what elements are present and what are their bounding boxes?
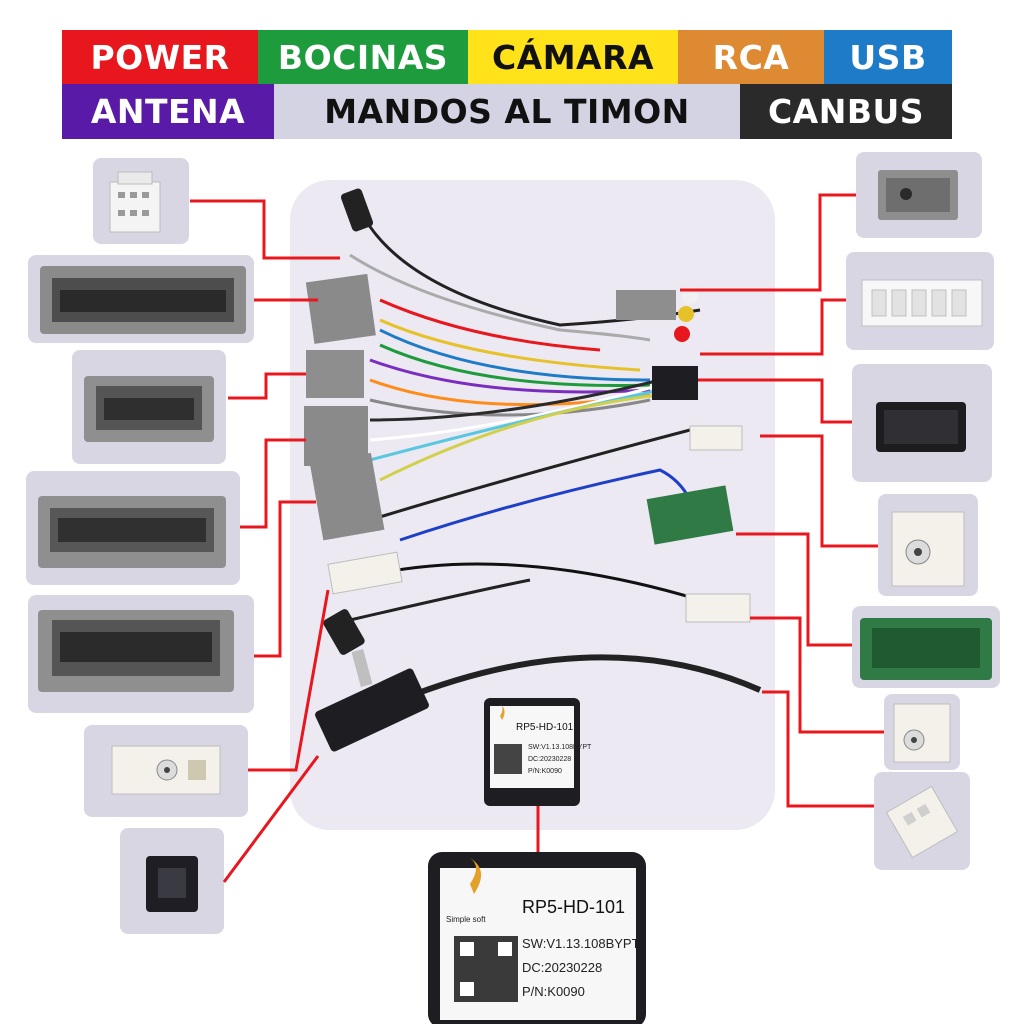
connector-thumb-9	[861, 279, 983, 327]
module-small-model: RP5-HD-101	[516, 722, 574, 733]
legend-usb: USB	[824, 30, 952, 84]
legend-rca: RCA	[678, 30, 824, 84]
photo-connectors	[304, 188, 751, 752]
connector-thumb-8	[878, 170, 958, 220]
connector-thumb-10	[876, 402, 966, 452]
brand-flame-icon	[470, 858, 482, 894]
module-small-pn: P/N:K0090	[528, 768, 562, 775]
module-large-model: RP5-HD-101	[522, 897, 625, 917]
legend-row-1: POWER BOCINAS CÁMARA RCA USB	[62, 30, 952, 84]
module-small: RP5-HD-101 SW:V1.13.108BYPT DC:20230228 …	[484, 698, 592, 806]
connector-thumb-11	[891, 511, 965, 587]
legend-antena: ANTENA	[62, 84, 274, 139]
connector-thumb-1	[109, 171, 161, 233]
module-large-sw: SW:V1.13.108BYPT	[522, 936, 640, 951]
legend-row-2: ANTENA MANDOS AL TIMON CANBUS	[62, 84, 952, 139]
legend-camara: CÁMARA	[468, 30, 678, 84]
module-large-brand: Simple soft	[446, 915, 486, 924]
connector-thumb-13	[893, 703, 951, 763]
module-large-dc: DC:20230228	[522, 960, 602, 975]
module-large-pn: P/N:K0090	[522, 984, 585, 999]
connector-thumb-6	[111, 745, 221, 795]
module-large: Simple soft RP5-HD-101 SW:V1.13.108BYPT …	[428, 852, 646, 1024]
harness-wires	[349, 209, 762, 703]
leader-lines	[190, 193, 884, 883]
connector-thumb-4	[38, 496, 226, 568]
connector-thumb-2	[40, 266, 246, 334]
brand-flame-icon	[500, 704, 505, 720]
connector-thumb-12	[860, 618, 992, 680]
module-small-dc: DC:20230228	[528, 756, 571, 763]
module-small-sw: SW:V1.13.108BYPT	[528, 744, 592, 751]
connector-thumb-14	[885, 785, 959, 859]
connector-thumb-3	[84, 376, 214, 442]
legend-canbus: CANBUS	[740, 84, 952, 139]
legend-power: POWER	[62, 30, 258, 84]
connector-thumb-5	[38, 610, 234, 692]
legend-mandos-al-timon: MANDOS AL TIMON	[274, 84, 740, 139]
connector-thumb-7	[146, 856, 198, 912]
legend-bocinas: BOCINAS	[258, 30, 468, 84]
